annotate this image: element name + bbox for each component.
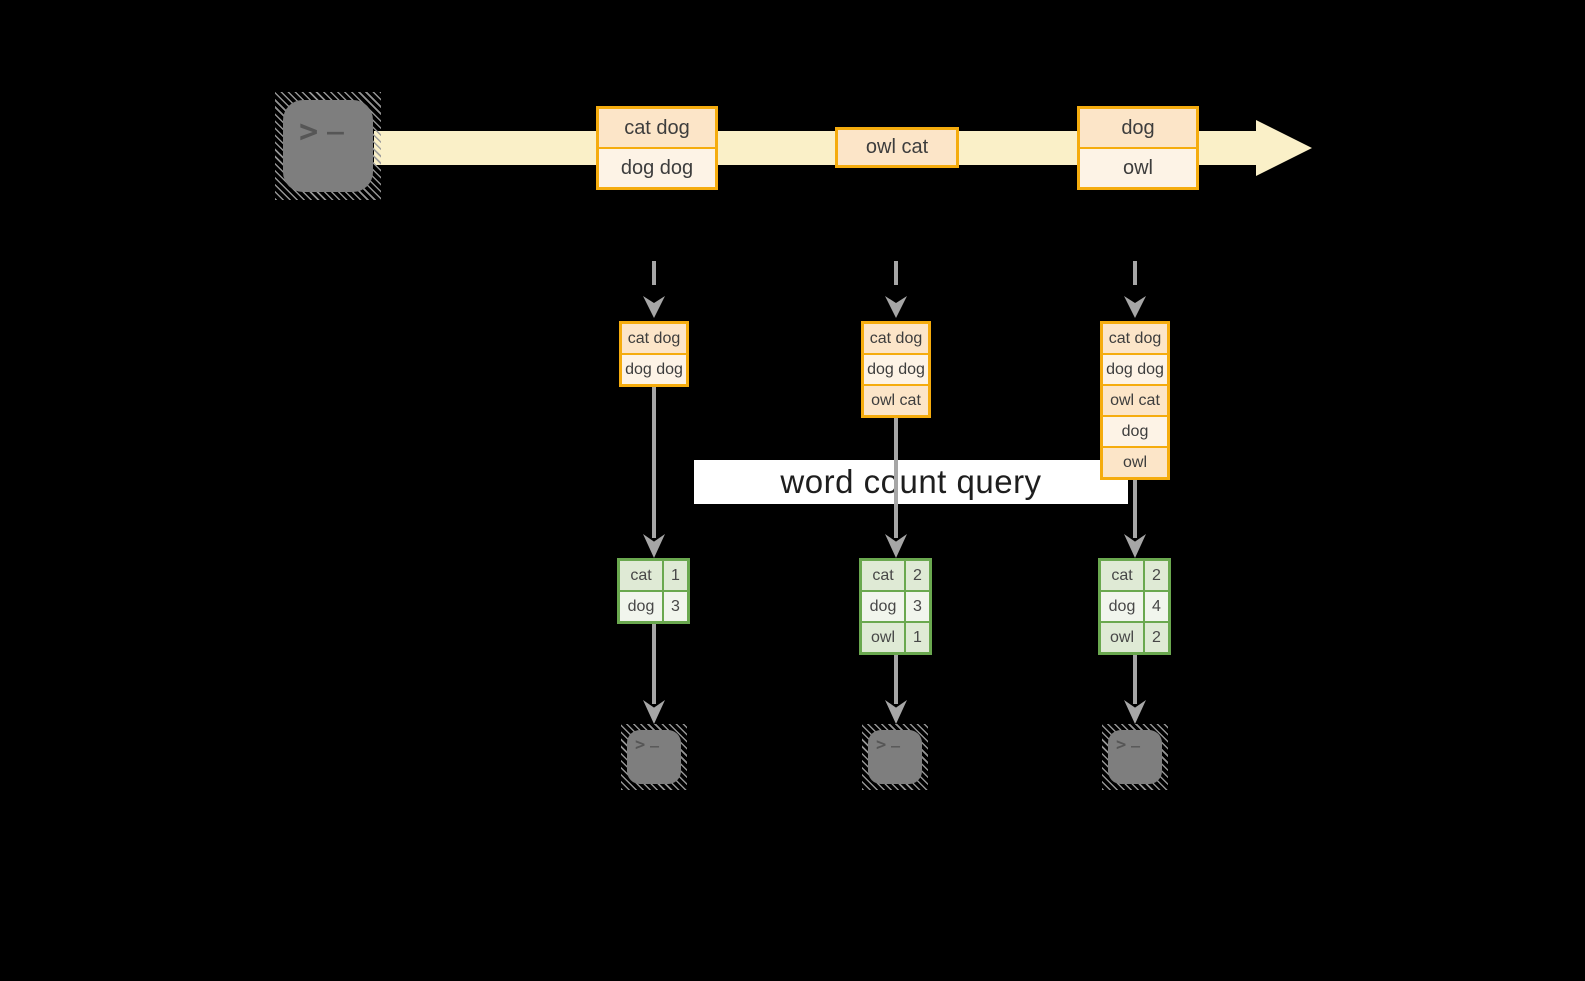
output-arrow-line (894, 655, 898, 704)
batch-dispatch-arrow-line (652, 261, 656, 295)
input-records-table-3: cat dog dog dog owl cat dog owl (1100, 321, 1170, 480)
terminal-screen: > _ (283, 100, 373, 192)
batch-dispatch-arrow-line (1133, 261, 1137, 295)
word-count-result-table-3: cat 2 dog 4 owl 2 (1098, 558, 1171, 655)
terminal-screen: > _ (868, 730, 922, 784)
prompt-chevron-icon: > (635, 735, 646, 755)
batch-dispatch-arrowhead-icon (885, 296, 907, 318)
count-cell: 2 (906, 561, 929, 590)
result-row: owl 2 (1101, 623, 1168, 652)
count-cell: 3 (664, 592, 687, 621)
input-record-row: cat dog (864, 324, 928, 353)
result-row: cat 2 (1101, 561, 1168, 590)
stream-batch-1: cat dog dog dog (596, 106, 718, 190)
prompt-cursor-icon: _ (327, 102, 344, 135)
result-row: dog 3 (620, 592, 687, 621)
result-row: dog 4 (1101, 592, 1168, 621)
word-cell: owl (1101, 623, 1143, 652)
stream-arrowhead-icon (1256, 120, 1312, 176)
result-row: cat 2 (862, 561, 929, 590)
input-record-row: dog dog (622, 353, 686, 384)
input-record-row: cat dog (1103, 324, 1167, 353)
query-label-text: word count query (780, 463, 1042, 500)
word-cell: cat (1101, 561, 1143, 590)
prompt-cursor-icon: _ (1131, 730, 1141, 748)
stream-batch-2: owl cat (835, 127, 959, 168)
source-terminal-icon: > _ (275, 92, 381, 200)
word-cell: dog (862, 592, 904, 621)
word-cell: owl (862, 623, 904, 652)
batch-dispatch-arrowhead-icon (1124, 296, 1146, 318)
prompt-chevron-icon: > (299, 112, 319, 150)
count-cell: 4 (1145, 592, 1168, 621)
input-record-row: dog (1103, 415, 1167, 446)
input-record-row: dog dog (1103, 353, 1167, 384)
stream-record: dog dog (599, 147, 715, 187)
result-row: owl 1 (862, 623, 929, 652)
word-cell: dog (1101, 592, 1143, 621)
count-cell: 3 (906, 592, 929, 621)
prompt-chevron-icon: > (876, 735, 887, 755)
sink-terminal-icon: > _ (621, 724, 687, 790)
result-row: dog 3 (862, 592, 929, 621)
count-cell: 2 (1145, 561, 1168, 590)
prompt-cursor-icon: _ (650, 730, 660, 748)
sink-terminal-icon: > _ (1102, 724, 1168, 790)
terminal-screen: > _ (1108, 730, 1162, 784)
input-record-row: dog dog (864, 353, 928, 384)
input-record-row: owl (1103, 446, 1167, 477)
count-cell: 2 (1145, 623, 1168, 652)
query-arrow-line (894, 418, 898, 538)
input-record-row: owl cat (864, 384, 928, 415)
prompt-chevron-icon: > (1116, 735, 1127, 755)
word-count-result-table-2: cat 2 dog 3 owl 1 (859, 558, 932, 655)
count-cell: 1 (906, 623, 929, 652)
stream-record: owl cat (838, 130, 956, 165)
input-records-table-2: cat dog dog dog owl cat (861, 321, 931, 418)
prompt-cursor-icon: _ (891, 730, 901, 748)
query-arrow-line (1133, 480, 1137, 538)
count-cell: 1 (664, 561, 687, 590)
stream-batch-3: dog owl (1077, 106, 1199, 190)
input-records-table-1: cat dog dog dog (619, 321, 689, 387)
input-record-row: owl cat (1103, 384, 1167, 415)
word-count-query-label: word count query (694, 460, 1128, 504)
query-arrow-line (652, 387, 656, 538)
terminal-screen: > _ (627, 730, 681, 784)
sink-terminal-icon: > _ (862, 724, 928, 790)
output-arrow-line (652, 624, 656, 704)
batch-dispatch-arrow-line (894, 261, 898, 295)
word-cell: dog (620, 592, 662, 621)
word-cell: cat (862, 561, 904, 590)
stream-record: owl (1080, 147, 1196, 187)
stream-record: cat dog (599, 109, 715, 147)
word-cell: cat (620, 561, 662, 590)
result-row: cat 1 (620, 561, 687, 590)
word-count-result-table-1: cat 1 dog 3 (617, 558, 690, 624)
output-arrow-line (1133, 655, 1137, 704)
stream-record: dog (1080, 109, 1196, 147)
batch-dispatch-arrowhead-icon (643, 296, 665, 318)
input-record-row: cat dog (622, 324, 686, 353)
